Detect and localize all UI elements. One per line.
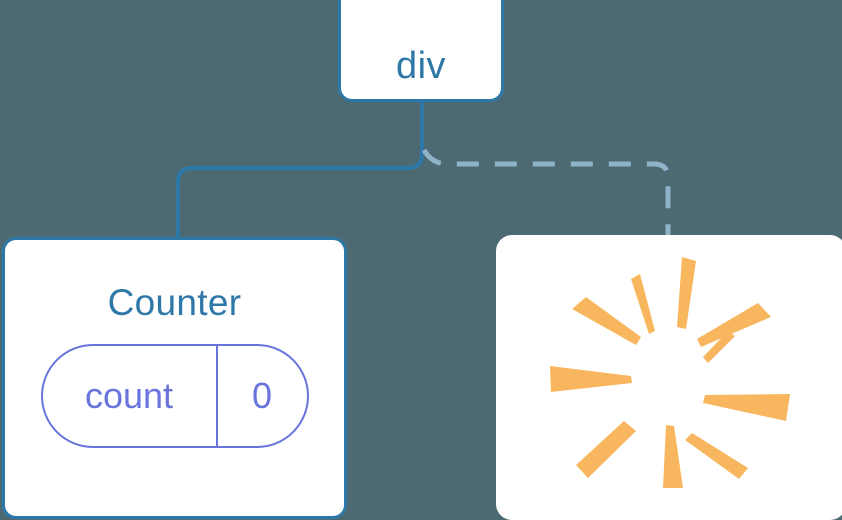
state-pill-count[interactable]: count 0 <box>40 344 309 448</box>
burst-ray-s <box>663 425 683 488</box>
edge-div-to-burst <box>421 148 671 236</box>
burst-ray-e <box>703 394 790 421</box>
burst-ray-w <box>550 366 632 392</box>
burst-ray-ese <box>685 433 748 479</box>
burst-ray-wnw <box>572 297 641 345</box>
burst-ray-n <box>703 331 735 363</box>
burst-ray-nne <box>677 257 696 329</box>
burst-ray-ne <box>697 303 771 347</box>
node-div-label: div <box>395 45 447 87</box>
edge-div-to-counter <box>176 100 424 239</box>
node-counter-label: Counter <box>107 282 242 323</box>
node-render-burst[interactable] <box>496 235 842 520</box>
state-value: 0 <box>251 375 273 416</box>
burst-ray-nnw <box>631 274 655 334</box>
node-counter[interactable]: Counter count 0 <box>2 237 347 519</box>
sparkle-burst-icon <box>550 257 790 488</box>
node-div[interactable]: div <box>338 0 504 102</box>
burst-ray-ssw <box>576 421 636 478</box>
state-key: count <box>43 346 218 446</box>
